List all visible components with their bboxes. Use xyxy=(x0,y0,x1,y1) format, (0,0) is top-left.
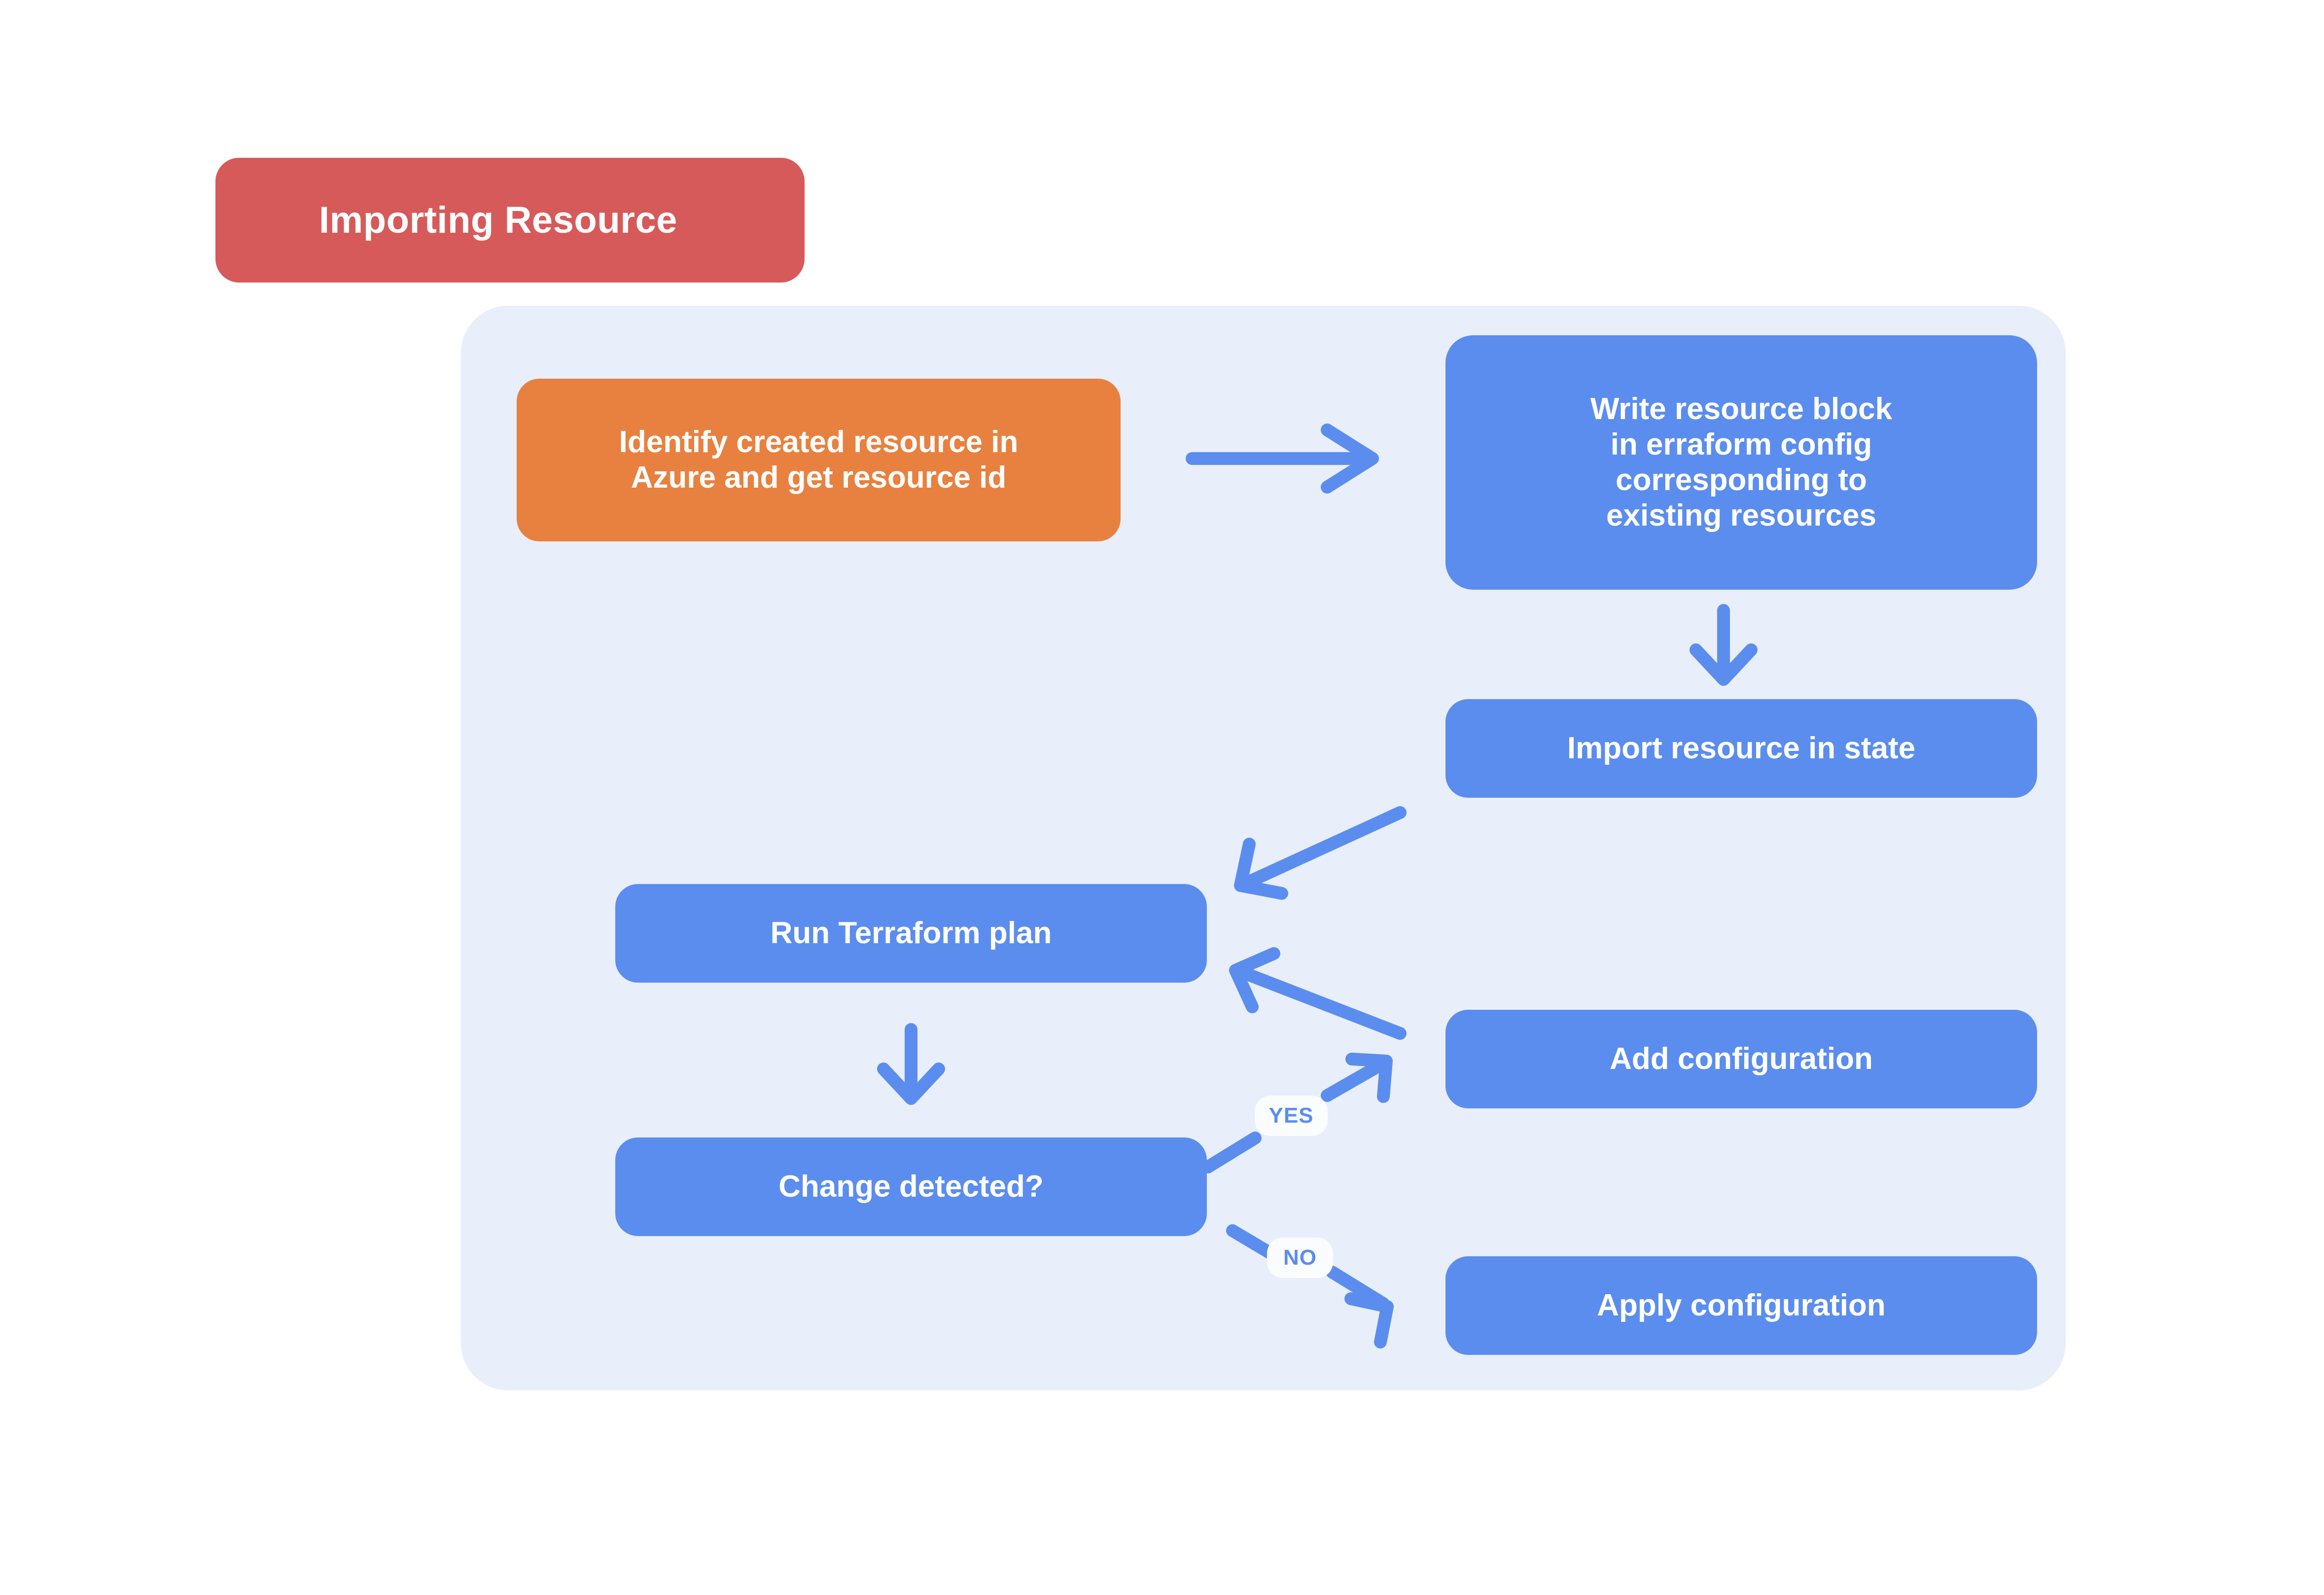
node-label: Add configuration xyxy=(1610,1042,1873,1076)
node-label: Run Terraform plan xyxy=(770,916,1052,951)
node-label: Apply configuration xyxy=(1597,1288,1886,1323)
diagram-title-badge: Importing Resource xyxy=(215,158,805,283)
node-label: Identify created resource in Azure and g… xyxy=(619,425,1019,496)
node-apply-configuration[interactable]: Apply configuration xyxy=(1445,1256,2037,1355)
node-label-line: Azure and get resource id xyxy=(631,461,1007,495)
edge-label-no: NO xyxy=(1267,1238,1333,1278)
page-title: Importing Resource xyxy=(319,199,677,241)
node-label: Import resource in state xyxy=(1567,731,1916,766)
node-write-resource-block[interactable]: Write resource block in erraform config … xyxy=(1445,335,2037,590)
node-label-line: in erraform config xyxy=(1610,427,1872,462)
node-label-line: existing resources xyxy=(1606,498,1876,532)
node-label-line: corresponding to xyxy=(1616,463,1867,497)
node-add-configuration[interactable]: Add configuration xyxy=(1445,1010,2037,1108)
node-label: Change detected? xyxy=(778,1170,1044,1204)
node-import-resource-in-state[interactable]: Import resource in state xyxy=(1445,699,2037,798)
node-label: Write resource block in erraform config … xyxy=(1590,391,1892,533)
node-label-line: Write resource block xyxy=(1590,392,1893,426)
edge-label-yes: YES xyxy=(1255,1096,1328,1136)
node-change-detected[interactable]: Change detected? xyxy=(615,1137,1207,1236)
node-label-line: Identify created resource in xyxy=(619,425,1019,460)
node-run-terraform-plan[interactable]: Run Terraform plan xyxy=(615,884,1207,983)
node-identify-created-resource[interactable]: Identify created resource in Azure and g… xyxy=(517,379,1121,541)
